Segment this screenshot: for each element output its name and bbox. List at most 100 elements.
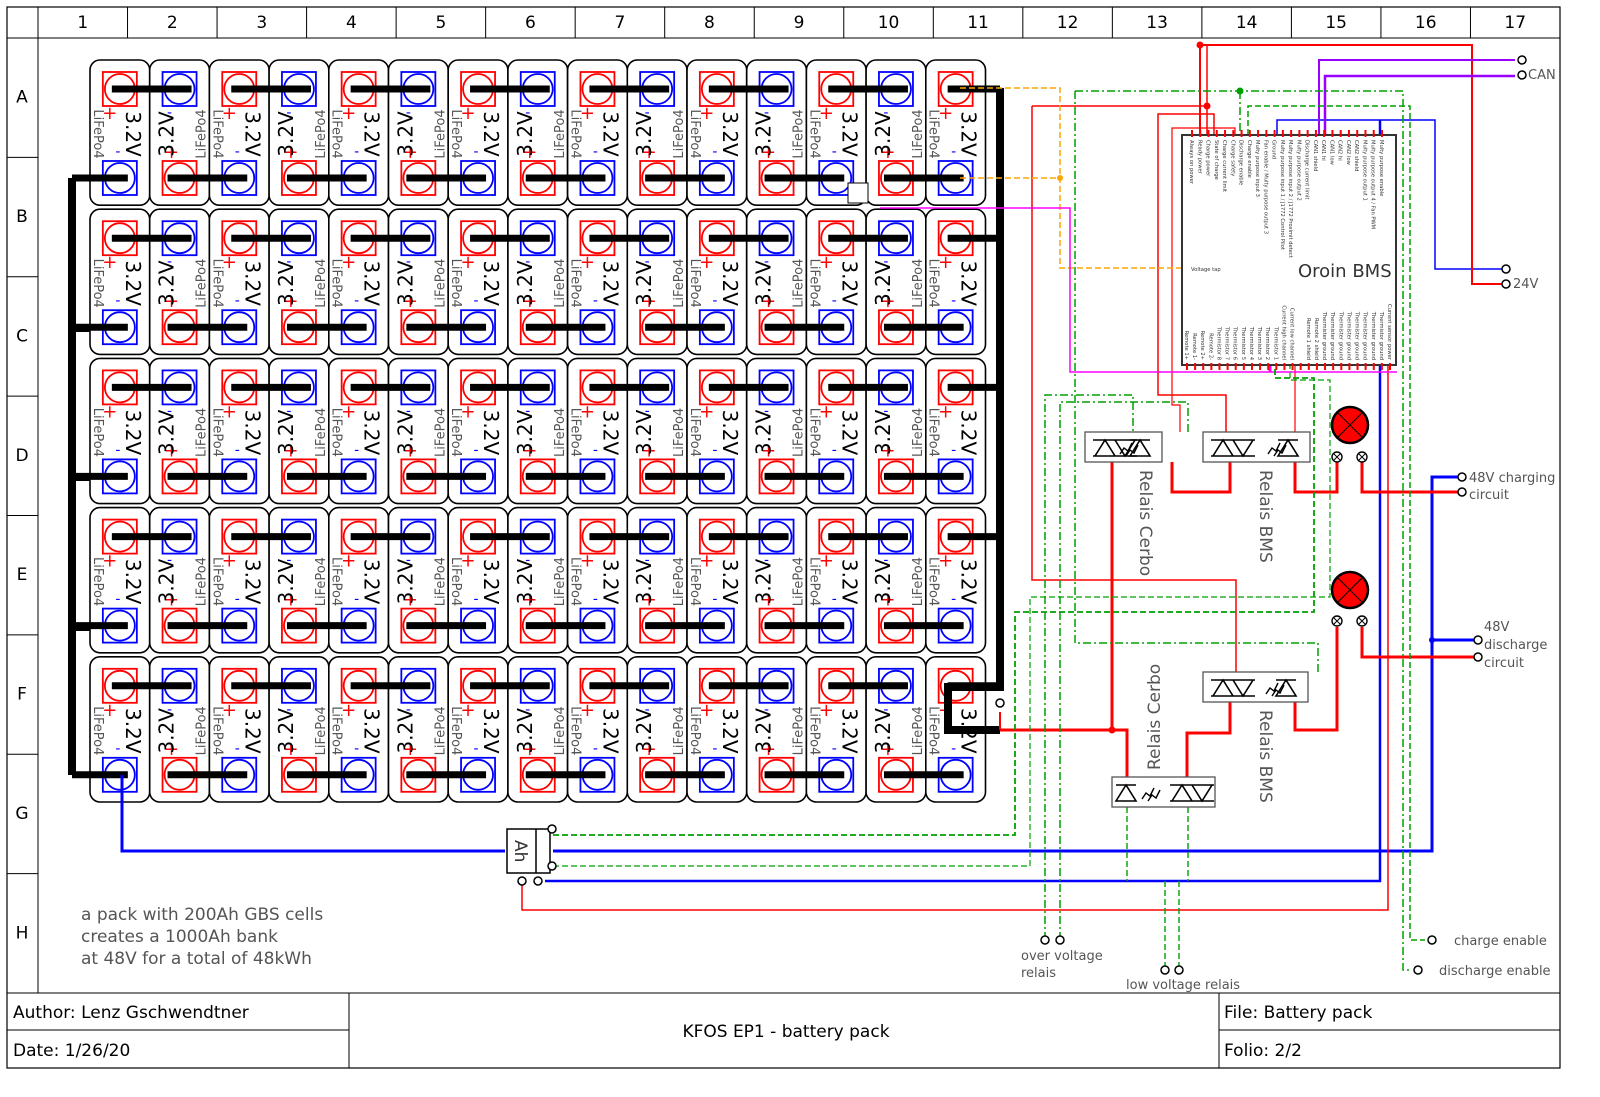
cell-chemistry: LiFePo4: [314, 109, 329, 158]
solid-state-relay: [1202, 671, 1309, 703]
cell-chemistry: LiFePo4: [314, 706, 329, 755]
cell-chemistry: LiFePo4: [687, 109, 702, 158]
optocoupler-arrows: [1265, 682, 1285, 697]
plus-sign: +: [341, 252, 356, 273]
screw-terminal-icon: [1331, 451, 1343, 463]
cell-chemistry: LiFePo4: [687, 706, 702, 755]
cell-voltage: 3.2V: [479, 111, 503, 157]
bms-pin-label: Charge power: [1205, 140, 1211, 177]
minus-sign: -: [525, 403, 530, 419]
minus-sign: -: [167, 553, 172, 569]
cell-chemistry: LiFePo4: [329, 706, 344, 755]
left-busbar: [68, 178, 90, 775]
connector-terminal: [1517, 55, 1527, 65]
cell-chemistry: LiFePo4: [911, 408, 926, 457]
minus-sign: -: [115, 293, 120, 309]
cell-voltage: 3.2V: [121, 410, 145, 456]
cell-voltage: 3.2V: [632, 708, 656, 754]
connector-terminal: [1055, 935, 1065, 945]
cell-voltage: 3.2V: [274, 409, 298, 455]
plus-sign: +: [222, 103, 237, 124]
cell-voltage: 3.2V: [121, 260, 145, 306]
bms-pin-label: Remote 2-: [1207, 333, 1213, 360]
cell-voltage: 3.2V: [360, 410, 384, 456]
can-hi-wire: [1318, 59, 1515, 135]
column-label: 12: [1057, 13, 1079, 33]
cell-voltage: 3.2V: [155, 559, 179, 605]
cell-voltage: 3.2V: [274, 260, 298, 306]
connector-terminal: [1160, 965, 1170, 975]
24v-positive-wire: [1199, 44, 1506, 285]
cell-chemistry: LiFePo4: [329, 259, 344, 308]
cell-voltage: 3.2V: [360, 111, 384, 157]
charge-lamp: [1330, 405, 1370, 445]
cell-chemistry: LiFePo4: [672, 259, 687, 308]
cell-chemistry: LiFePo4: [672, 557, 687, 606]
minus-sign: -: [406, 105, 411, 121]
cell-voltage: 3.2V: [274, 559, 298, 605]
cell-chemistry: LiFePo4: [926, 408, 941, 457]
plus-sign: +: [699, 252, 714, 273]
minus-sign: -: [712, 592, 717, 608]
cell-voltage: 3.2V: [718, 260, 742, 306]
minus-sign: -: [525, 702, 530, 718]
cell-voltage: 3.2V: [155, 708, 179, 754]
row-label: G: [15, 804, 28, 824]
cell-chemistry: LiFePo4: [926, 706, 941, 755]
plus-sign: +: [283, 590, 298, 611]
connector-terminal: [1501, 264, 1511, 274]
minus-sign: -: [832, 741, 837, 757]
minus-sign: -: [115, 592, 120, 608]
bms-box: [1181, 134, 1397, 366]
plus-sign: +: [580, 551, 595, 572]
bms-pin-label: Thermister ground: [1354, 311, 1360, 360]
cell-chemistry: LiFePo4: [195, 259, 210, 308]
minus-sign: -: [354, 592, 359, 608]
plus-sign: +: [819, 252, 834, 273]
column-label: 11: [967, 13, 989, 33]
bms-pin-label: Multy purpose output 4 / Fan PWM: [1370, 140, 1376, 229]
minus-sign: -: [593, 592, 598, 608]
negative-terminal: [579, 607, 616, 644]
column-label: 3: [256, 13, 267, 33]
cell-voltage: 3.2V: [240, 410, 264, 456]
connector-terminal: [1413, 965, 1423, 975]
minus-sign: -: [474, 442, 479, 458]
negative-terminal: [818, 756, 855, 793]
cell-chemistry: LiFePo4: [792, 557, 807, 606]
relay-cerbo-label-2: Relais Cerbo: [1145, 664, 1165, 770]
screw-terminal-icon: [1356, 615, 1368, 627]
minus-sign: -: [593, 741, 598, 757]
plus-sign: +: [938, 401, 953, 422]
cell-chemistry: LiFePo4: [792, 408, 807, 457]
plus-sign: +: [102, 252, 117, 273]
plus-sign: +: [642, 291, 657, 312]
cell-voltage: 3.2V: [632, 260, 656, 306]
cell-chemistry: LiFePo4: [926, 557, 941, 606]
minus-sign: -: [593, 144, 598, 160]
minus-sign: -: [764, 702, 769, 718]
cell-voltage: 3.2V: [360, 559, 384, 605]
sense-fuse: [847, 182, 869, 204]
folio: Folio: 2/2: [1224, 1041, 1302, 1061]
cell-chemistry: LiFePo4: [209, 109, 224, 158]
cell-chemistry: LiFePo4: [90, 706, 105, 755]
bms-pin-label: Thermistor 7: [1224, 326, 1230, 360]
minus-sign: -: [354, 293, 359, 309]
